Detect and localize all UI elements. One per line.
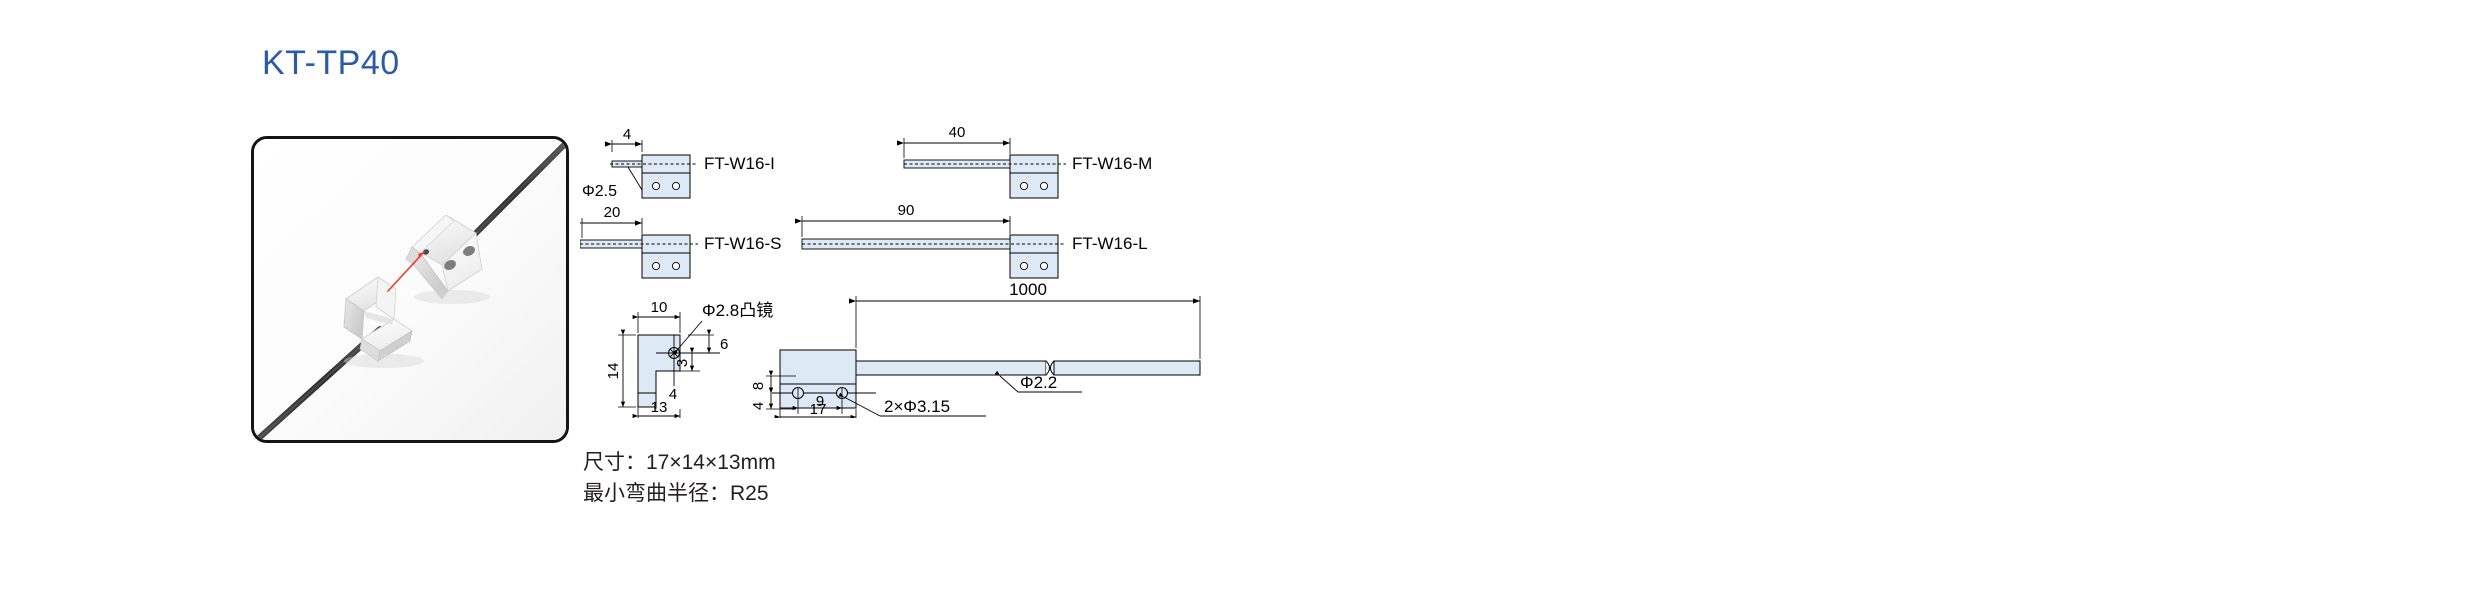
- callout-cable-diameter: Φ2.2: [1020, 373, 1057, 392]
- dim-side-height: 14: [605, 363, 622, 380]
- drawing-ft-w16-s: 20 FT-W16-S: [580, 204, 781, 279]
- mounting-hole: [444, 260, 456, 270]
- drawing-ft-w16-l: 90 FT-W16-L: [794, 202, 1148, 279]
- mounting-hole: [463, 246, 475, 256]
- dim-side-foot-width: 4: [669, 386, 677, 403]
- dim-side-width-top: 10: [651, 299, 668, 316]
- callout-fiber-diameter: Φ2.5: [582, 183, 617, 200]
- dim-ft-w16-i-length: 4: [623, 126, 631, 143]
- technical-drawings: 4 FT-W16-I Φ2.5 40 F: [580, 118, 1220, 418]
- dim-front-hole-top: 8: [750, 382, 767, 390]
- page-title: KT-TP40: [262, 44, 400, 82]
- drawing-ft-w16-i: 4 FT-W16-I Φ2.5: [582, 126, 775, 200]
- dim-front-body-width: 17: [810, 401, 827, 418]
- label-ft-w16-i: FT-W16-I: [704, 154, 775, 173]
- dim-front-hole-pitch: 9: [816, 393, 824, 410]
- sensor-head-receiver: [405, 214, 490, 304]
- label-ft-w16-s: FT-W16-S: [704, 234, 781, 253]
- laser-beam-arrow: [418, 252, 424, 258]
- dim-side-lens-bottom: 3: [674, 359, 691, 367]
- dim-cable-length: 1000: [1009, 280, 1047, 299]
- spec-bend-radius: 最小弯曲半径：R25: [583, 482, 769, 505]
- callout-mounting-holes: 2×Φ3.15: [884, 397, 950, 416]
- drawing-front-view: 8 4 9 17 2×Φ3.15: [750, 280, 1201, 418]
- drawing-side-view: 10 14 4 13 6: [605, 299, 773, 418]
- specification-block: 尺寸：17×14×13mm 最小弯曲半径：R25: [583, 447, 776, 509]
- product-photo: [254, 139, 566, 440]
- dim-side-lens-top: 6: [720, 336, 728, 353]
- dimension-drawing-svg: 4 FT-W16-I Φ2.5 40 F: [580, 124, 1201, 418]
- fiber-cable-lower: [255, 326, 383, 440]
- dim-front-hole-bottom: 4: [750, 402, 767, 410]
- drawing-ft-w16-m: 40 FT-W16-M: [896, 124, 1152, 199]
- dim-ft-w16-l-length: 90: [898, 202, 915, 219]
- dim-ft-w16-m-length: 40: [949, 124, 966, 141]
- label-ft-w16-m: FT-W16-M: [1072, 154, 1152, 173]
- sensor-head-emitter: [343, 276, 424, 368]
- photo-background: [254, 139, 566, 440]
- label-ft-w16-l: FT-W16-L: [1072, 234, 1148, 253]
- product-photo-panel: [251, 136, 569, 443]
- spec-dimensions: 尺寸：17×14×13mm: [583, 451, 776, 474]
- callout-lens: Φ2.8凸镜: [702, 301, 773, 320]
- optical-aperture: [422, 249, 430, 255]
- laser-beam: [387, 251, 425, 292]
- dim-ft-w16-s-length: 20: [604, 204, 621, 221]
- dim-side-base-width: 13: [651, 399, 668, 416]
